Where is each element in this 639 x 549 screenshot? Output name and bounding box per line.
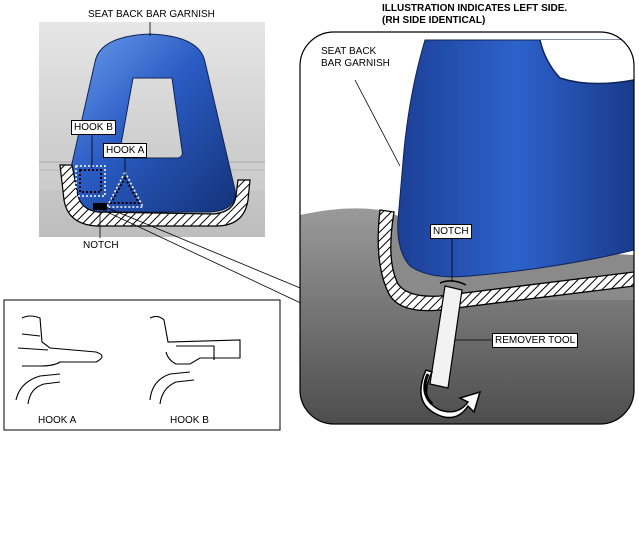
detail-garnish — [397, 39, 634, 278]
label-notch: NOTCH — [83, 240, 119, 251]
hook-b-marker — [79, 169, 102, 193]
inset-label-hook-b: HOOK B — [170, 415, 209, 426]
main-section-hatch — [59, 164, 251, 227]
label-hook-a: HOOK A — [103, 143, 148, 158]
label-remover-tool: REMOVER TOOL — [492, 333, 579, 348]
illustration-note-line1: ILLUSTRATION INDICATES LEFT SIDE. — [382, 3, 568, 14]
main-notch-marker — [93, 203, 107, 210]
detail-label-garnish-line2: BAR GARNISH — [321, 58, 390, 69]
hook-inset-frame — [3, 299, 281, 431]
illustration-note-line2: (RH SIDE IDENTICAL) — [382, 15, 486, 26]
main-view — [39, 22, 265, 238]
label-seat-back-bar-garnish: SEAT BACK BAR GARNISH — [88, 9, 215, 20]
detail-label-garnish-line1: SEAT BACK — [321, 46, 377, 57]
inset-label-hook-a: HOOK A — [38, 415, 77, 426]
remover-tool — [429, 280, 467, 389]
label-hook-b: HOOK B — [71, 120, 116, 135]
rotation-arrow — [420, 369, 482, 419]
hook-inset — [3, 299, 281, 431]
zoom-line-upper — [102, 205, 306, 291]
hook-b-sketch — [149, 315, 241, 405]
detail-frame — [299, 31, 635, 425]
hook-a-sketch — [15, 315, 103, 405]
detail-section-hatch — [377, 209, 634, 312]
zoom-line-lower — [102, 209, 306, 306]
detail-label-notch: NOTCH — [430, 224, 472, 239]
